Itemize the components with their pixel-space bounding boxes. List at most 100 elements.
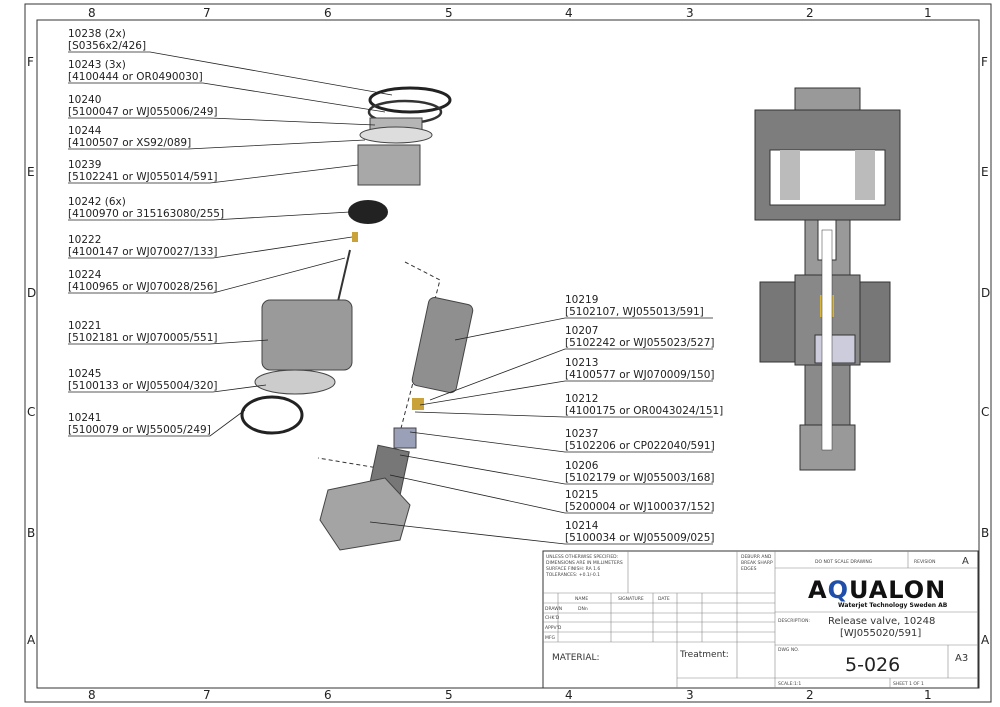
description-line2: [WJ055020/591] <box>840 628 921 639</box>
callout-part-number: [5102107, WJ055013/591] <box>565 306 704 318</box>
retaining-ring <box>368 86 452 114</box>
callout-id: 10243 (3x) <box>68 59 126 71</box>
drawn-name: DNn <box>578 606 588 612</box>
callout-part-number: [5100133 or WJ055004/320] <box>68 380 218 392</box>
sheet-size: A3 <box>955 653 968 664</box>
leader-line <box>68 236 353 259</box>
callout-part-number: [4100970 or 315163080/255] <box>68 208 224 220</box>
grid-column-label: 3 <box>686 688 694 702</box>
inner-frame <box>36 19 980 689</box>
callout-part-number: [4100444 or OR0490030] <box>68 71 203 83</box>
grid-column-label: 1 <box>924 6 932 20</box>
grid-row-label: A <box>981 633 990 647</box>
grid-row-label: C <box>981 405 989 419</box>
note-1: UNLESS OTHERWISE SPECIFIED: <box>546 554 618 560</box>
treatment-label: Treatment: <box>679 650 729 660</box>
callout-part-number: [S0356x2/426] <box>68 40 146 52</box>
leader-line <box>68 211 351 221</box>
part-10241 <box>240 395 304 435</box>
note-4: TOLERANCES: +0.1/-0.1 <box>545 572 600 578</box>
callout-id: 10206 <box>565 460 599 472</box>
leader-line <box>68 117 376 126</box>
callout-part-number: [4100147 or WJ070027/133] <box>68 246 218 258</box>
leader-line <box>389 474 713 514</box>
part-10237 <box>393 427 417 449</box>
callout-id: 10245 <box>68 368 101 380</box>
grid-column-label: 6 <box>324 688 332 702</box>
callout-part-number: [5100034 or WJ055009/025] <box>565 532 715 544</box>
callout-id: 10224 <box>68 269 102 281</box>
company-subtitle: Waterjet Technology Sweden AB <box>838 602 948 609</box>
leader-line <box>68 339 269 345</box>
callout-id: 10214 <box>565 520 599 532</box>
grid-column-label: 5 <box>445 6 453 20</box>
grid-column-label: 1 <box>924 688 932 702</box>
section-view <box>754 87 901 471</box>
part-10245 <box>254 369 336 395</box>
deburr-3: EDGES <box>741 566 757 572</box>
callout-part-number: [5102206 or CP022040/591] <box>565 440 715 452</box>
header-signature: SIGNATURE <box>618 596 644 602</box>
deburr-1: DEBURR AND <box>741 554 772 560</box>
callout-id: 10239 <box>68 159 101 171</box>
description-label: DESCRIPTION: <box>778 618 810 624</box>
grid-column-label: 3 <box>686 6 694 20</box>
exploded-view <box>240 86 474 551</box>
note-2: DIMENSIONS ARE IN MILLIMETERS <box>546 560 623 566</box>
leader-line <box>68 384 267 393</box>
callout-part-number: [4100965 or WJ070028/256] <box>68 281 218 293</box>
callout-id: 10215 <box>565 489 598 501</box>
callout-part-number: [5100079 or WJ55005/249] <box>68 424 211 436</box>
callout-part-number: [4100175 or OR0043024/151] <box>565 405 723 417</box>
grid-column-label: 7 <box>203 6 211 20</box>
callout-id: 10219 <box>565 294 598 306</box>
material-label: MATERIAL: <box>552 653 600 663</box>
callout-id: 10207 <box>565 325 598 337</box>
part-10214 <box>319 477 411 551</box>
callout-id: 10237 <box>565 428 598 440</box>
scale: SCALE:1:1 <box>778 681 801 687</box>
callout-part-number: [5102242 or WJ055023/527] <box>565 337 715 349</box>
title-block: UNLESS OTHERWISE SPECIFIED: DIMENSIONS A… <box>542 550 979 689</box>
part-10239 <box>357 144 421 186</box>
grid-column-label: 8 <box>88 688 96 702</box>
part-10219 <box>411 297 474 394</box>
role-mfg: MFG <box>545 635 555 641</box>
callout-part-number: [4100507 or XS92/089] <box>68 137 191 149</box>
leader-line <box>68 409 246 437</box>
company-logo: AQUALON <box>808 576 946 604</box>
callout-id: 10244 <box>68 125 102 137</box>
grid-row-label: B <box>27 526 35 540</box>
leader-line <box>414 411 713 418</box>
grid-row-label: E <box>981 165 989 179</box>
callout-id: 10240 <box>68 94 101 106</box>
outer-frame <box>24 3 992 703</box>
grid-row-label: F <box>981 55 988 69</box>
do-not-scale: DO NOT SCALE DRAWING <box>815 559 873 565</box>
role-checked: CHK'D <box>545 615 560 621</box>
leader-line <box>68 51 393 96</box>
callout-id: 10222 <box>68 234 101 246</box>
callout-id: 10238 (2x) <box>68 28 126 40</box>
callout-id: 10212 <box>565 393 598 405</box>
deburr-2: BREAK SHARP <box>741 560 773 566</box>
leader-line <box>419 380 713 406</box>
header-date: DATE <box>658 596 670 602</box>
sheet-count: SHEET 1 OF 1 <box>893 681 924 687</box>
grid-column-label: 6 <box>324 6 332 20</box>
grid-column-label: 4 <box>565 688 573 702</box>
callout-part-number: [5102241 or WJ055014/591] <box>68 171 218 183</box>
leader-line <box>429 348 713 401</box>
part-10222 <box>352 232 358 242</box>
role-approved: APPV'D <box>545 625 562 631</box>
revision-value: A <box>962 556 969 567</box>
role-drawn: DRAWN <box>545 606 562 612</box>
leader-line <box>68 139 366 150</box>
part-10213 <box>412 398 424 410</box>
leader-line <box>454 317 713 341</box>
grid-row-label: A <box>27 633 36 647</box>
grid-row-label: B <box>981 526 989 540</box>
callout-id: 10241 <box>68 412 101 424</box>
